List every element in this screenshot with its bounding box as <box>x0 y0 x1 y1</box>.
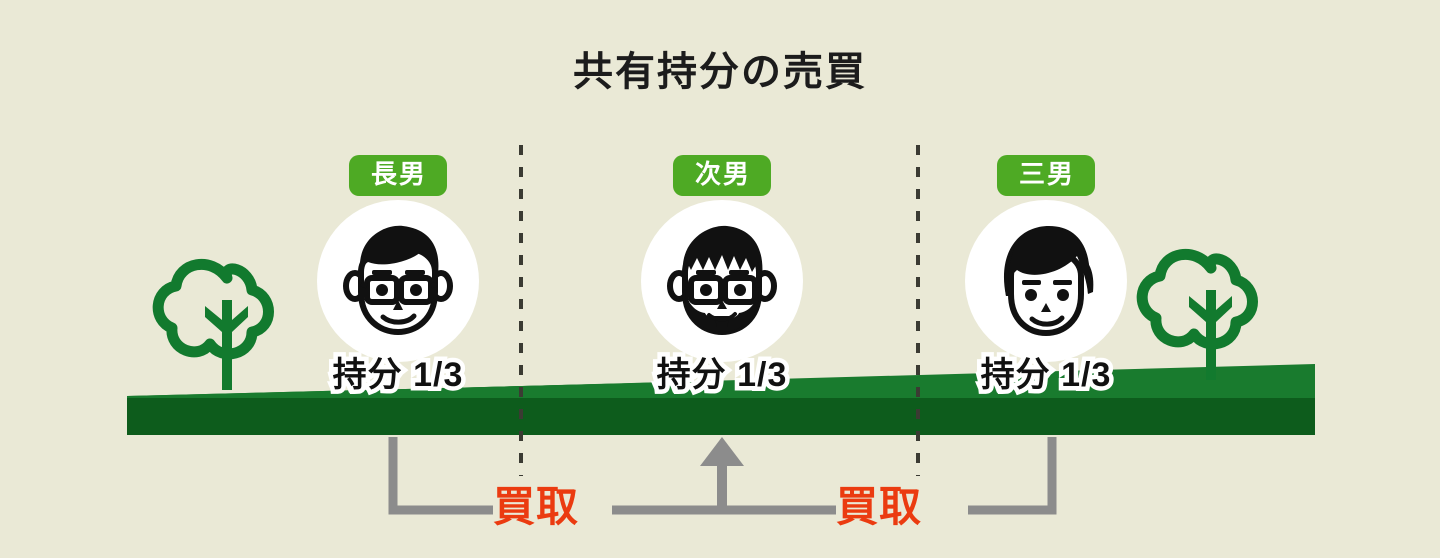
badge-third-son: 三男 <box>996 155 1096 197</box>
badge-eldest-son: 長男 <box>348 155 448 197</box>
tree-right-icon <box>1136 248 1258 380</box>
land-grass-slope <box>127 364 1315 399</box>
connector-right <box>968 437 1057 515</box>
avatar-second-son <box>641 200 803 362</box>
transaction-label-left: 買取 <box>493 483 580 530</box>
page-title: 共有持分の売買 <box>573 50 867 94</box>
tree-left-icon <box>152 258 274 390</box>
badge-second-son: 次男 <box>672 155 772 197</box>
share-label-third-son: 持分 1/3 <box>976 352 1115 399</box>
transaction-label-right: 買取 <box>836 483 923 530</box>
avatar-eldest-son <box>317 200 479 362</box>
avatar-third-son <box>965 200 1127 362</box>
land-front-face <box>127 398 1315 435</box>
share-label-eldest-son: 持分 1/3 <box>328 352 467 399</box>
upward-arrow <box>700 437 744 512</box>
share-label-second-son: 持分 1/3 <box>652 352 791 399</box>
connector-left <box>388 437 493 515</box>
